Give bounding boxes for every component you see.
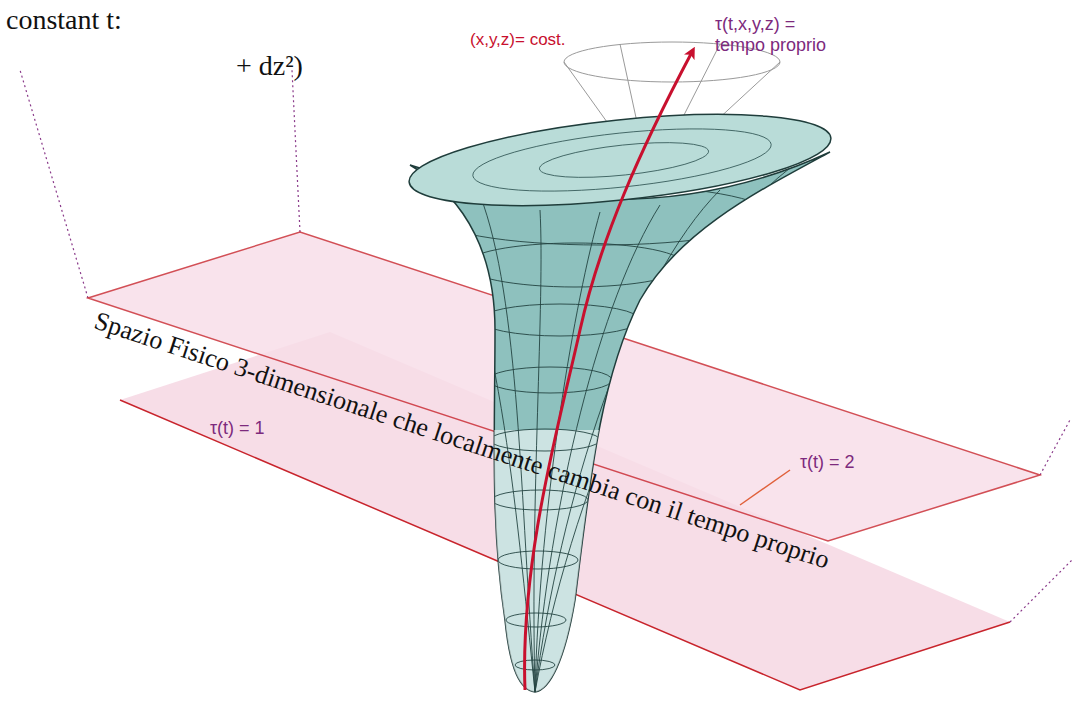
slice-label: τ(t) = 2 bbox=[800, 452, 855, 473]
slice-label: τ(t) = 1 bbox=[210, 418, 265, 439]
funnel-surface bbox=[410, 152, 830, 692]
funnel-rim-grid bbox=[470, 117, 774, 202]
worldline-arrow bbox=[525, 52, 692, 690]
proper-time-label: τ(t,x,y,z) = tempo proprio bbox=[715, 14, 850, 55]
formula-text: constant t: bbox=[6, 4, 122, 36]
formula-text: + dz²) bbox=[236, 50, 303, 82]
plane-mark bbox=[740, 470, 790, 505]
worldline-label: (x,y,z)= cost. bbox=[470, 30, 566, 50]
